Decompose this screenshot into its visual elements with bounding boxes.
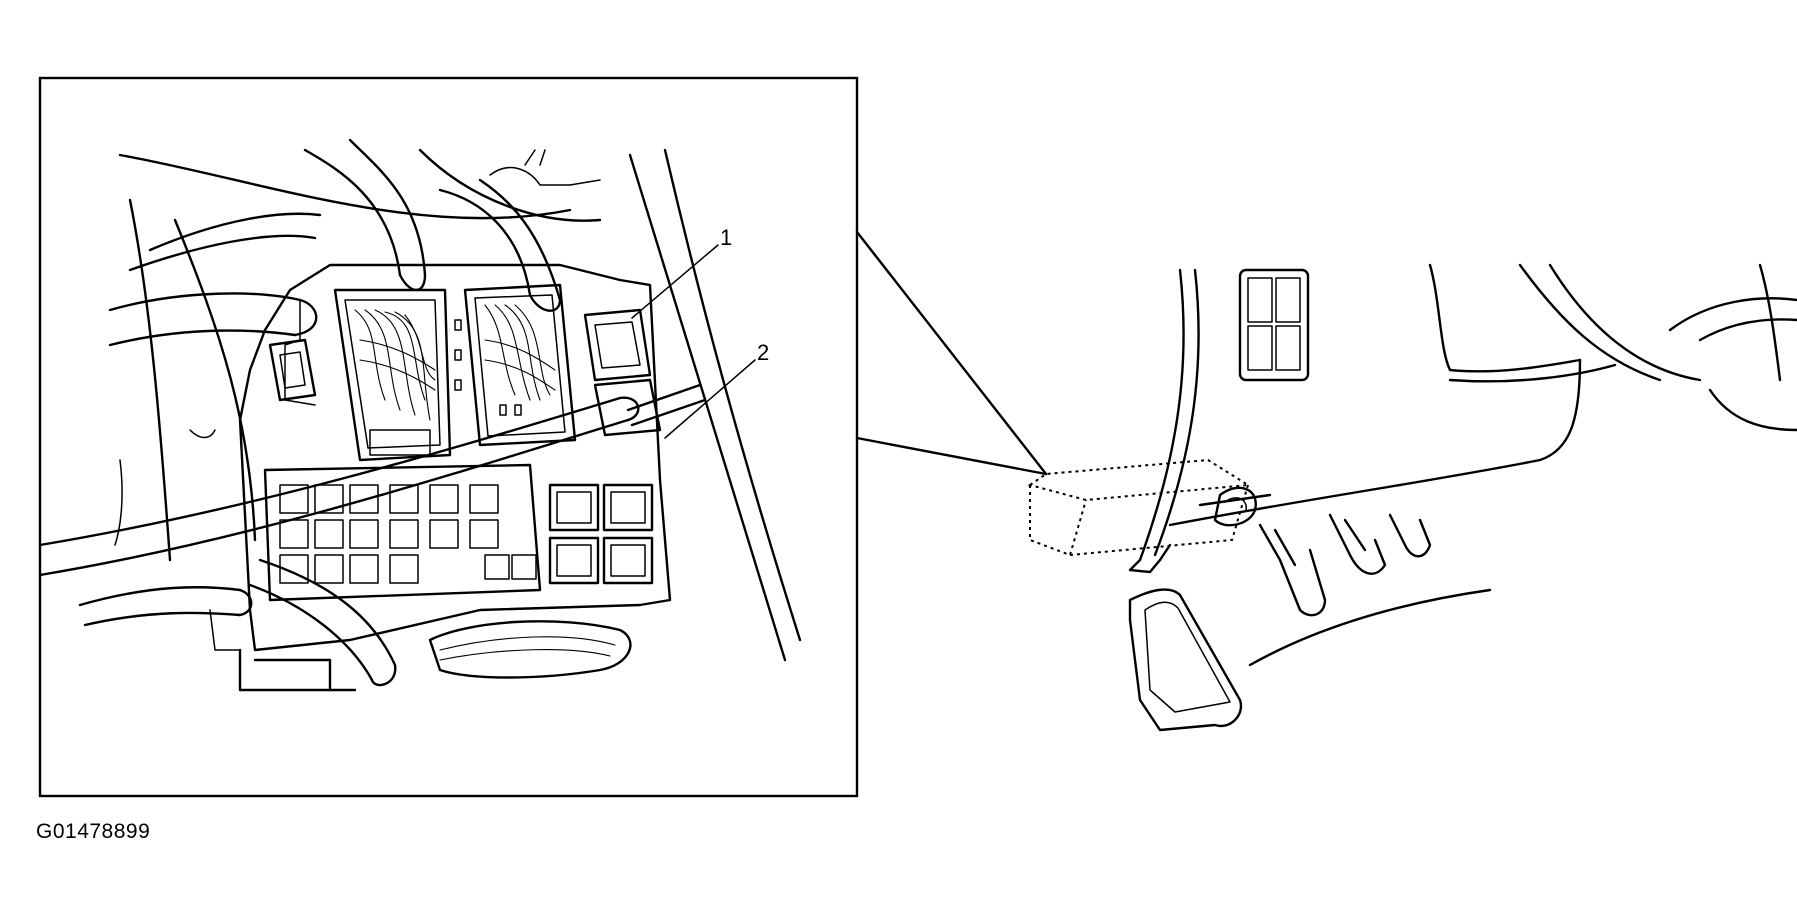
- callout-1: 1: [631, 225, 732, 319]
- callout-2: 2: [664, 340, 769, 439]
- brake-pedal: [1258, 523, 1327, 617]
- fuse-grid: [263, 463, 542, 602]
- relay-group: [548, 483, 654, 585]
- connector-wires-1: [354, 309, 436, 421]
- callout-2-label: 2: [757, 340, 769, 365]
- figure-id-label: G01478899: [36, 820, 151, 843]
- overview-view: [1027, 263, 1797, 732]
- detail-view: [38, 138, 802, 692]
- pin-markers: [454, 319, 522, 416]
- callout-1-label: 1: [720, 225, 732, 250]
- accelerator-pedal: [1328, 513, 1432, 575]
- fuse-block-location-box: [1027, 458, 1252, 557]
- connector-wires-2: [484, 304, 556, 401]
- inset-leader-lines: [855, 230, 1048, 476]
- clutch-pedal: [1128, 588, 1243, 732]
- air-vent: [1238, 268, 1310, 382]
